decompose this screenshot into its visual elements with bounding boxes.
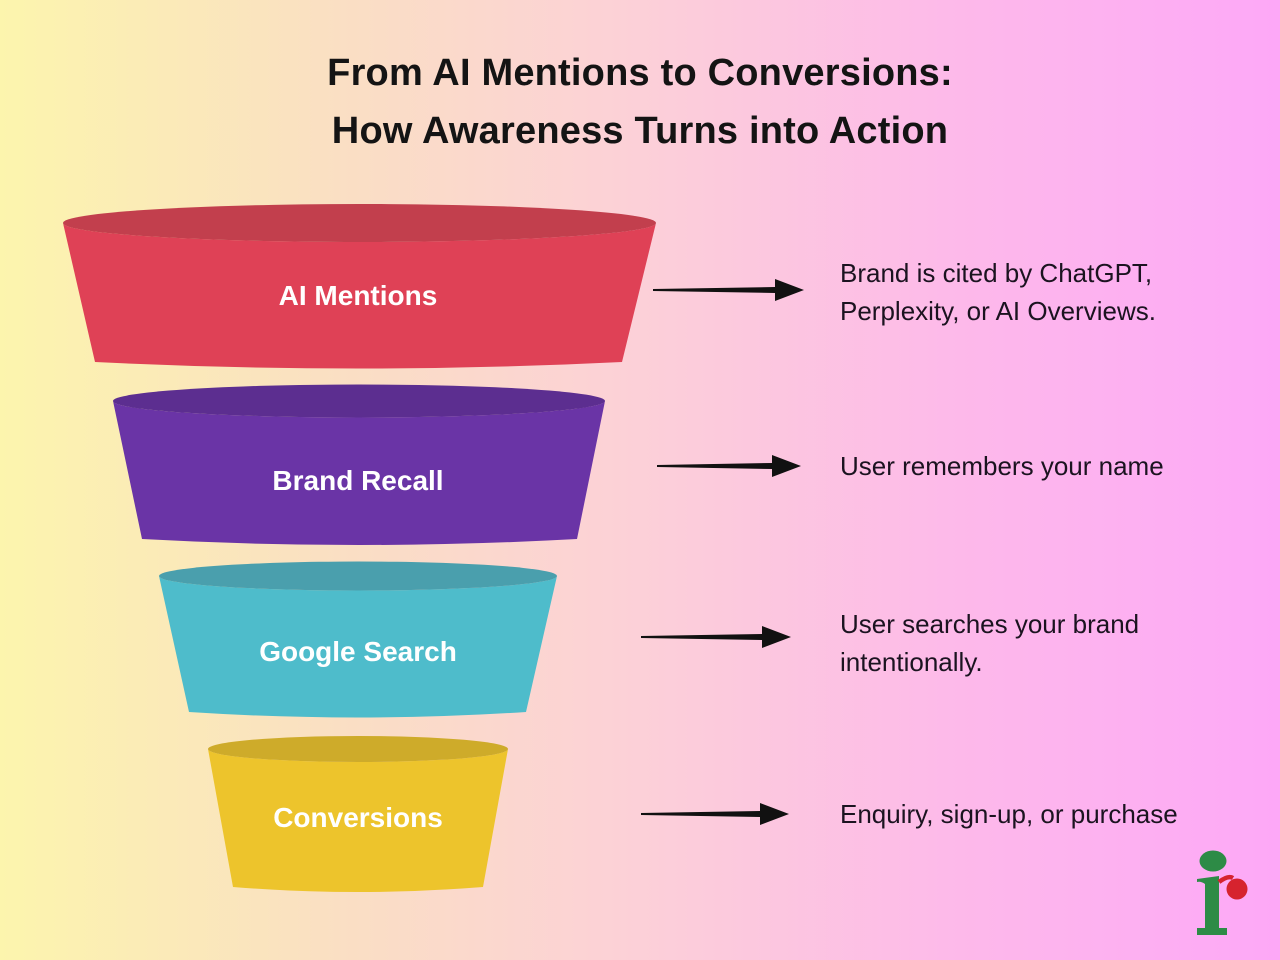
stage-description-google-search: User searches your brand intentionally. xyxy=(840,605,1230,681)
page-title: From AI Mentions to Conversions: How Awa… xyxy=(0,44,1280,160)
funnel-segment-ai-mentions xyxy=(63,204,656,369)
description-line: User remembers your name xyxy=(840,451,1164,481)
funnel-top-brand-recall xyxy=(113,384,605,418)
funnel-segment-google-search xyxy=(159,561,557,718)
funnel-top-conversions xyxy=(208,736,508,762)
arrow-icon xyxy=(641,626,791,648)
funnel-body-google-search xyxy=(159,576,557,718)
arrow-icon xyxy=(657,455,801,477)
funnel-body-brand-recall xyxy=(113,401,605,545)
funnel-label-conversions: Conversions xyxy=(273,802,443,833)
page-title-line1: From AI Mentions to Conversions: xyxy=(327,52,953,94)
stage-description-conversions: Enquiry, sign-up, or purchase xyxy=(840,795,1230,833)
funnel-body-ai-mentions xyxy=(63,223,656,369)
logo-i-stem xyxy=(1197,876,1227,935)
ir-logo-icon xyxy=(1197,850,1248,935)
funnel-label-brand-recall: Brand Recall xyxy=(272,465,444,496)
stage-description-ai-mentions: Brand is cited by ChatGPT, Perplexity, o… xyxy=(840,254,1230,330)
description-line: Perplexity, or AI Overviews. xyxy=(840,296,1156,326)
arrow-icon xyxy=(653,279,804,301)
logo-i-dot xyxy=(1199,850,1227,872)
description-line: User searches your brand xyxy=(840,609,1140,639)
logo-r-ball xyxy=(1226,878,1248,900)
funnel-label-ai-mentions: AI Mentions xyxy=(278,280,438,311)
funnel-body-conversions xyxy=(208,749,508,892)
funnel-segment-brand-recall xyxy=(113,384,605,545)
funnel-segment-conversions xyxy=(208,736,508,892)
description-line: Enquiry, sign-up, or purchase xyxy=(840,799,1178,829)
funnel-label-google-search: Google Search xyxy=(259,636,457,667)
logo-r-arm xyxy=(1217,874,1235,884)
funnel-top-ai-mentions xyxy=(63,204,656,242)
description-line: Brand is cited by ChatGPT, xyxy=(840,258,1153,288)
description-line: intentionally. xyxy=(840,647,983,677)
arrow-icon xyxy=(641,803,789,825)
page-title-line2: How Awareness Turns into Action xyxy=(331,110,949,152)
stage-description-brand-recall: User remembers your name xyxy=(840,447,1230,485)
funnel-top-google-search xyxy=(159,561,557,591)
